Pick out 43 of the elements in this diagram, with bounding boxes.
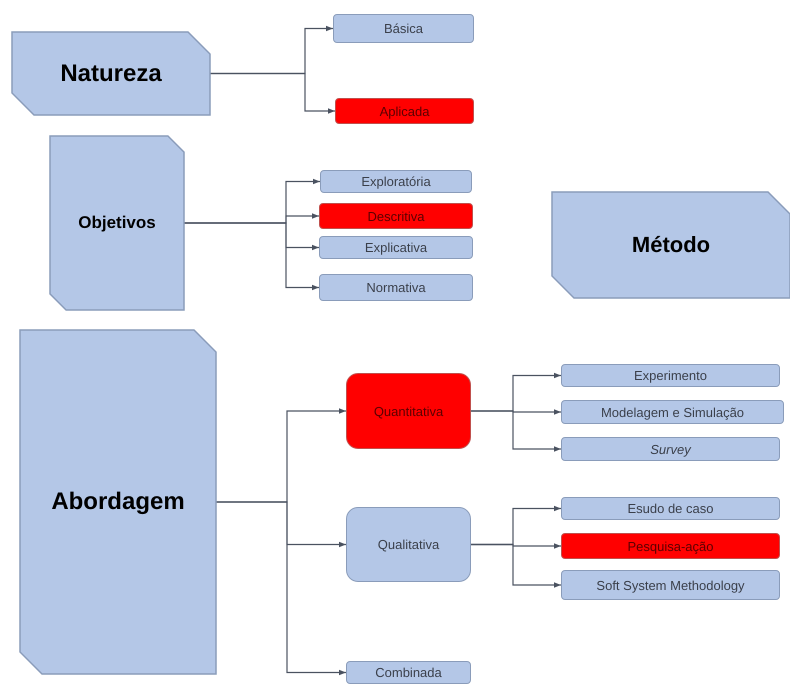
node-label: Natureza: [60, 60, 162, 88]
category-box: [12, 32, 210, 115]
connector-arrow: [471, 544, 561, 588]
node-label: Descritiva: [367, 208, 425, 224]
option-box: [346, 661, 471, 684]
category-box: [552, 192, 790, 298]
option-box: [561, 497, 780, 520]
node-label: Qualitativa: [378, 537, 440, 552]
connector-arrow: [210, 72, 335, 114]
node-label: Normativa: [366, 280, 426, 295]
node-label: Modelagem e Simulação: [600, 404, 744, 420]
approach-box: [346, 373, 471, 449]
connector-arrow: [184, 222, 319, 290]
node-label: Esudo de caso: [627, 501, 714, 516]
node-label: Método: [632, 232, 710, 258]
category-box: [20, 330, 216, 674]
option-box: [335, 98, 474, 124]
connector-arrow: [216, 501, 346, 676]
node-label: Explicativa: [364, 240, 428, 255]
node-label: Soft System Methodology: [596, 578, 745, 592]
approach-box: [346, 507, 471, 582]
node-label: Pesquisa-ação: [628, 538, 714, 554]
node-label: Experimento: [634, 368, 707, 383]
option-box: [561, 437, 780, 461]
option-box: [333, 14, 474, 43]
node-label: Exploratória: [361, 174, 431, 189]
category-box: [50, 136, 184, 310]
node-label: Aplicada: [380, 104, 430, 118]
node-label: Quantitativa: [374, 404, 444, 418]
option-box: [320, 170, 472, 193]
node-label: Objetivos: [78, 213, 156, 233]
option-box: [561, 364, 780, 387]
node-label: Combinada: [375, 665, 442, 680]
option-box: [561, 570, 780, 600]
node-label: Abordagem: [51, 488, 185, 516]
option-box: [319, 236, 473, 259]
node-label: Básica: [384, 21, 424, 36]
option-box: [561, 533, 780, 559]
option-box: [319, 274, 473, 301]
option-box: [319, 203, 473, 229]
node-label: Survey: [650, 442, 691, 456]
option-box: [561, 400, 784, 424]
connector-arrow: [471, 410, 561, 452]
